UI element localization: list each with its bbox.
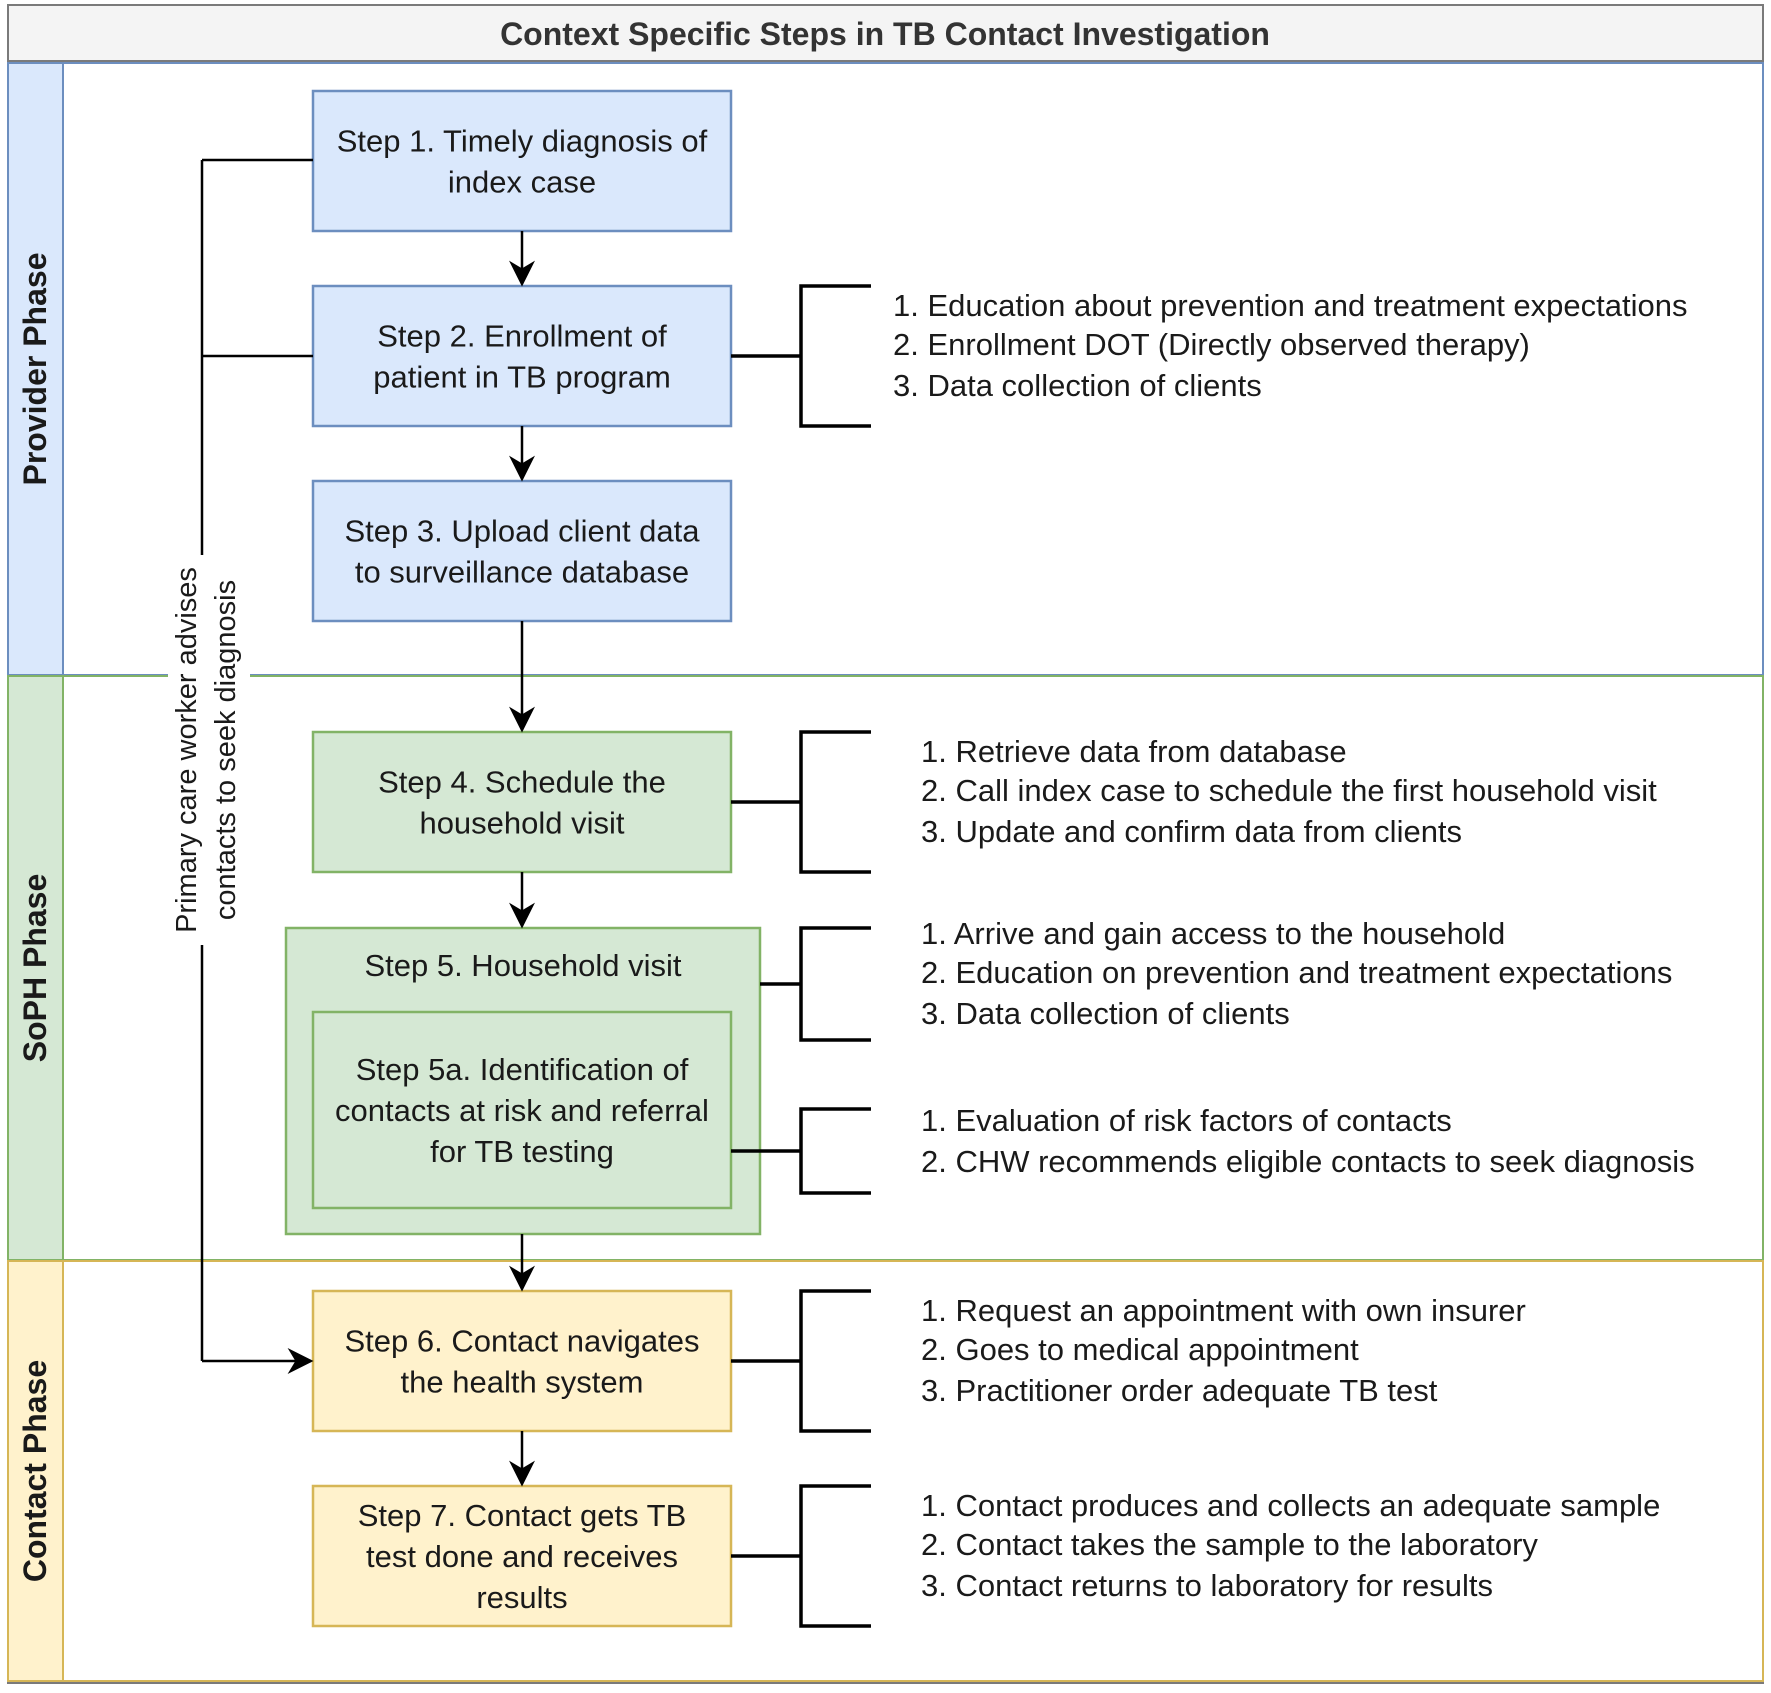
step-5a-label-line: for TB testing: [430, 1134, 614, 1169]
step-4-label-line: household visit: [419, 806, 624, 841]
provider-lane: [7, 62, 1764, 676]
detail-list-item: 1. Request an appointment with own insur…: [921, 1293, 1526, 1328]
contact-lane-label: Contact Phase: [17, 1360, 53, 1582]
detail-list-item: 3. Contact returns to laboratory for res…: [921, 1568, 1493, 1603]
detail-list-item: 3. Data collection of clients: [893, 368, 1262, 403]
contact-lane-header: [7, 1260, 64, 1682]
step-3-box: [311, 479, 733, 623]
step-2-label-line: Step 2. Enrollment of: [377, 319, 667, 354]
step-1-box: [311, 89, 733, 233]
detail-list-item: 2. CHW recommends eligible contacts to s…: [921, 1144, 1695, 1179]
step-6-detail-bracket: [799, 1289, 871, 1433]
step-5-label-line: Step 5. Household visit: [364, 948, 681, 983]
side-note-line-1: Primary care worker advises: [171, 567, 203, 933]
detail-list-item: 2. Education on prevention and treatment…: [921, 955, 1672, 990]
provider-lane-header: [7, 62, 64, 676]
step-1-label-line: Step 1. Timely diagnosis of: [337, 124, 708, 159]
step-7-detail-bracket: [799, 1484, 871, 1628]
step-4-label-line: Step 4. Schedule the: [378, 765, 666, 800]
step-5a-box: [311, 1010, 733, 1210]
detail-list-item: 2. Enrollment DOT (Directly observed the…: [893, 327, 1530, 362]
provider-lane-label: Provider Phase: [17, 253, 53, 486]
soph-lane-label: SoPH Phase: [17, 874, 53, 1063]
step-2-label-line: patient in TB program: [373, 360, 671, 395]
contact-lane: [7, 1260, 1764, 1682]
detail-list-item: 3. Data collection of clients: [921, 996, 1290, 1031]
detail-list-item: 1. Evaluation of risk factors of contact…: [921, 1103, 1452, 1138]
step-2-box: [311, 284, 733, 428]
step-3-label-line: Step 3. Upload client data: [344, 514, 700, 549]
step-1-label-line: index case: [448, 165, 596, 200]
side-note-bg: [168, 555, 250, 945]
step-6-label-line: the health system: [401, 1365, 644, 1400]
detail-list-item: 1. Education about prevention and treatm…: [893, 288, 1687, 323]
diagram-title: Context Specific Steps in TB Contact Inv…: [500, 16, 1270, 52]
step-6-label-line: Step 6. Contact navigates: [344, 1324, 699, 1359]
step-7-box: [311, 1484, 733, 1628]
detail-list-item: 1. Contact produces and collects an adeq…: [921, 1488, 1660, 1523]
step-4-detail-bracket: [799, 730, 871, 874]
step-5-detail-bracket: [799, 926, 871, 1042]
side-note-line-2: contacts to seek diagnosis: [210, 580, 242, 920]
detail-list-item: 2. Call index case to schedule the first…: [921, 773, 1657, 808]
step-5a-label-line: contacts at risk and referral: [335, 1093, 709, 1128]
step-5a-detail-bracket: [799, 1107, 871, 1195]
step-2-detail-bracket: [799, 284, 871, 428]
step-7-label-line: Step 7. Contact gets TB: [358, 1498, 687, 1533]
detail-list-item: 2. Contact takes the sample to the labor…: [921, 1527, 1538, 1562]
step-6-box: [311, 1289, 733, 1433]
step-3-label-line: to surveillance database: [355, 555, 689, 590]
title-bar: [7, 4, 1764, 62]
detail-list-item: 3. Update and confirm data from clients: [921, 814, 1462, 849]
detail-list-item: 1. Arrive and gain access to the househo…: [921, 916, 1505, 951]
detail-list-item: 1. Retrieve data from database: [921, 734, 1347, 769]
detail-list-item: 3. Practitioner order adequate TB test: [921, 1373, 1438, 1408]
step-5a-label-line: Step 5a. Identification of: [356, 1052, 689, 1087]
step-7-label-line: results: [476, 1580, 567, 1615]
step-4-box: [311, 730, 733, 874]
step-7-label-line: test done and receives: [366, 1539, 678, 1574]
detail-list-item: 2. Goes to medical appointment: [921, 1332, 1359, 1367]
